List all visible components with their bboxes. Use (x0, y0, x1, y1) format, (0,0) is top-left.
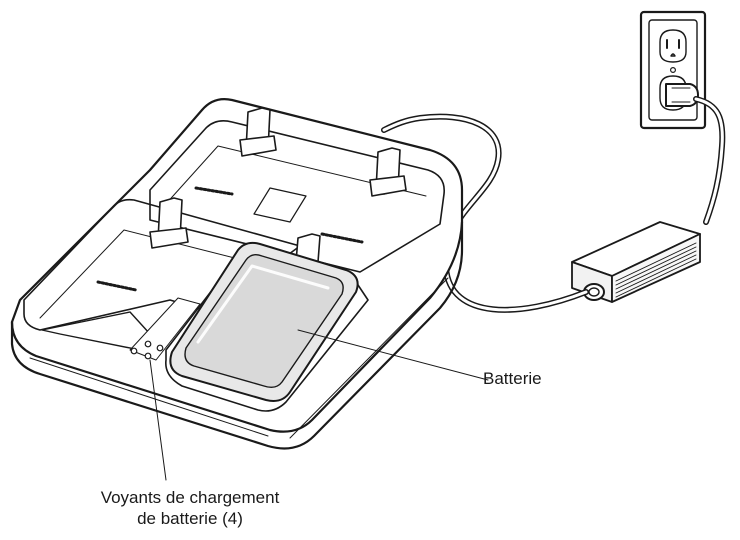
socket-ground-hole (670, 53, 676, 57)
charging-cradle (10, 98, 464, 450)
rear-bay-contact-slot (253, 187, 307, 223)
outlet-frame (648, 19, 698, 121)
led-indicators-label-line2: de batterie (4) (137, 509, 243, 528)
led-1 (130, 347, 138, 355)
led-indicators-label: Voyants de chargement de batterie (4) (60, 487, 320, 529)
rear-bay (149, 120, 445, 273)
wall-outlet (639, 10, 707, 130)
upper-receptacle (659, 29, 687, 63)
front-latch-left (149, 197, 189, 249)
led-callout-line (149, 359, 167, 481)
rear-latch-left (239, 107, 277, 157)
battery-callout-line (297, 329, 489, 381)
power-cord-wall (693, 96, 726, 225)
led-3 (144, 352, 152, 360)
rear-bay-contacts-left (194, 186, 234, 196)
front-right-bay (165, 245, 369, 412)
rear-latch-right (369, 147, 407, 197)
led-2 (144, 340, 152, 348)
battery-label: Batterie (483, 369, 542, 388)
wall-plug (665, 83, 699, 107)
adapter-side (611, 233, 701, 303)
power-adapter (571, 221, 701, 303)
battery-led-indicators (129, 297, 201, 361)
battery-top (184, 253, 344, 389)
cradle-base-lip (10, 220, 464, 450)
power-cord-cradle (381, 113, 589, 313)
screw-icon (669, 66, 676, 73)
led-indicators-label-line1: Voyants de chargement (100, 488, 280, 507)
rear-bay-contacts-right (320, 232, 364, 244)
led-4 (156, 344, 164, 352)
battery (169, 241, 359, 402)
front-left-bay-contacts (96, 280, 138, 292)
